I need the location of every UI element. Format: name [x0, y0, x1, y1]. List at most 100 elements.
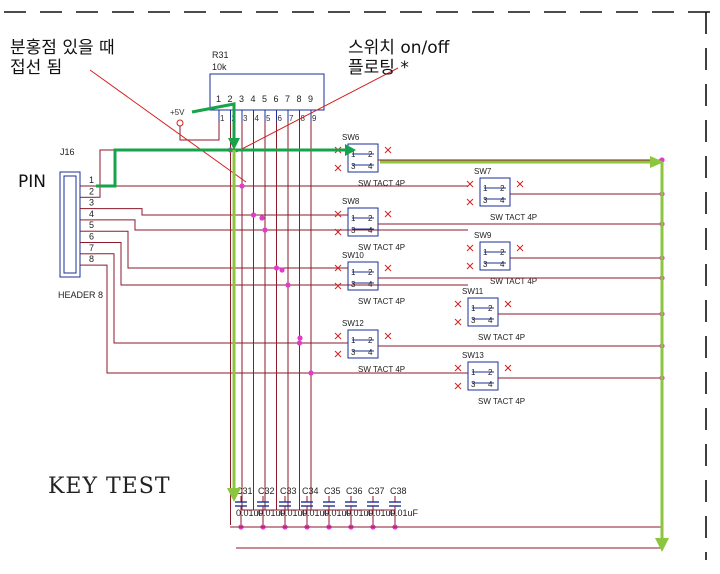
annotation-arrow [235, 67, 399, 153]
capacitor-ref: C32 [258, 486, 275, 496]
switch-pin-number: 3 [351, 226, 356, 235]
no-connect-mark [516, 180, 524, 188]
page-title: KEY TEST [48, 474, 171, 499]
resistor-pin-number: 5 [262, 94, 267, 104]
header-inner [63, 175, 77, 274]
no-connect-mark [454, 364, 462, 372]
switch-type: SW TACT 4P [478, 397, 525, 406]
switch-pin-number: 2 [368, 336, 373, 345]
switch-pin-number: 4 [488, 316, 493, 325]
junction-dot [262, 227, 268, 233]
resistor-pin-number: 2 [228, 94, 233, 104]
header-body [59, 171, 81, 278]
switch-body [467, 297, 499, 327]
junction-note-line1: 분홍점 있을 때 [10, 38, 115, 58]
header-pin-number: 5 [89, 220, 94, 230]
switch-pin-number: 1 [483, 248, 488, 257]
junction-note-line2: 접선 됨 [10, 58, 63, 78]
capacitor-value: 0.01uF [280, 508, 309, 518]
switch-pin-number: 3 [483, 196, 488, 205]
no-connect-mark [454, 318, 462, 326]
capacitor-value: 0.01uF [324, 508, 353, 518]
no-connect-mark [334, 210, 342, 218]
no-connect-mark [384, 210, 392, 218]
header-name: HEADER 8 [58, 290, 103, 300]
switch-pin-number: 4 [488, 380, 493, 389]
no-connect-mark [334, 264, 342, 272]
highlight-arrowhead [655, 538, 669, 552]
header-pin-number: 4 [89, 209, 94, 219]
supply-wire [179, 122, 220, 141]
resistor-pin-number: 4 [251, 94, 256, 104]
switch-body [347, 207, 379, 237]
switch-type: SW TACT 4P [358, 297, 405, 306]
junction-dot [279, 267, 285, 273]
header-row-wire [96, 230, 348, 269]
resistor-body [209, 73, 325, 111]
switch-pin-number: 2 [488, 368, 493, 377]
no-connect-mark [504, 300, 512, 308]
resistor-pin-number: 4 [255, 114, 260, 123]
switch-pin-number: 1 [471, 368, 476, 377]
resistor-pin-number: 5 [266, 114, 271, 123]
switch-type: SW TACT 4P [358, 243, 405, 252]
switch-type: SW TACT 4P [478, 333, 525, 342]
switch-ref: SW7 [474, 167, 492, 176]
junction-dot [297, 335, 303, 341]
switch-pin-number: 4 [368, 348, 373, 357]
capacitor-value: 0.01uF [390, 508, 419, 518]
junction-dot [273, 265, 280, 271]
no-connect-mark [454, 382, 462, 390]
junction-dot [296, 340, 303, 346]
highlight-arrowhead [345, 144, 356, 156]
header-row-wire [96, 185, 468, 198]
resistor-pin-number: 6 [278, 114, 283, 123]
switch-body [479, 177, 511, 207]
resistor-pin-number: 6 [274, 94, 279, 104]
header-row-wire [96, 264, 468, 374]
switch-body [347, 329, 379, 359]
switch-pin-number: 3 [351, 348, 356, 357]
switch-pin-number: 2 [368, 214, 373, 223]
capacitor-ref: C38 [390, 486, 407, 496]
switch-pin-number: 4 [500, 260, 505, 269]
switch-ref: SW12 [342, 319, 364, 328]
resistor-pin-number: 8 [301, 114, 306, 123]
highlight-arrowhead [228, 138, 240, 150]
switch-pin-number: 2 [368, 150, 373, 159]
switch-pin-number: 1 [351, 336, 356, 345]
highlight-arrowhead [650, 156, 664, 168]
capacitor-value: 0.01uF [236, 508, 265, 518]
no-connect-mark [466, 244, 474, 252]
switch-pin-number: 4 [368, 280, 373, 289]
highlight-arrowhead [227, 488, 241, 502]
no-connect-mark [334, 228, 342, 236]
switch-type: SW TACT 4P [358, 179, 405, 188]
resistor-pin-number: 3 [243, 114, 248, 123]
capacitor-value: 0.01uF [368, 508, 397, 518]
switch-ref: SW6 [342, 133, 360, 142]
no-connect-mark [384, 146, 392, 154]
switch-pin-number: 3 [351, 162, 356, 171]
switch-note: 스위치 on/off 플로팅 * [348, 38, 449, 78]
resistor-ref: R31 [212, 50, 229, 60]
switch-pin-number: 2 [500, 184, 505, 193]
switch-pin-number: 4 [500, 196, 505, 205]
resistor-pin-number: 9 [308, 94, 313, 104]
switch-ref: SW13 [462, 351, 484, 360]
header-pin-number: 2 [89, 186, 94, 196]
switch-note-line1: 스위치 on/off [348, 38, 450, 58]
supply-label: +5V [170, 108, 185, 117]
header-pin-number: 6 [89, 232, 94, 242]
resistor-pin-number: 7 [285, 94, 290, 104]
capacitor-ref: C35 [324, 486, 341, 496]
switch-pin-number: 4 [368, 226, 373, 235]
no-connect-mark [334, 282, 342, 290]
resistor-pin-number: 7 [289, 114, 294, 123]
capacitor-value: 0.01uF [346, 508, 375, 518]
junction-dot [285, 282, 291, 288]
switch-pin-number: 3 [483, 260, 488, 269]
no-connect-mark [466, 180, 474, 188]
junction-dot [250, 212, 257, 218]
